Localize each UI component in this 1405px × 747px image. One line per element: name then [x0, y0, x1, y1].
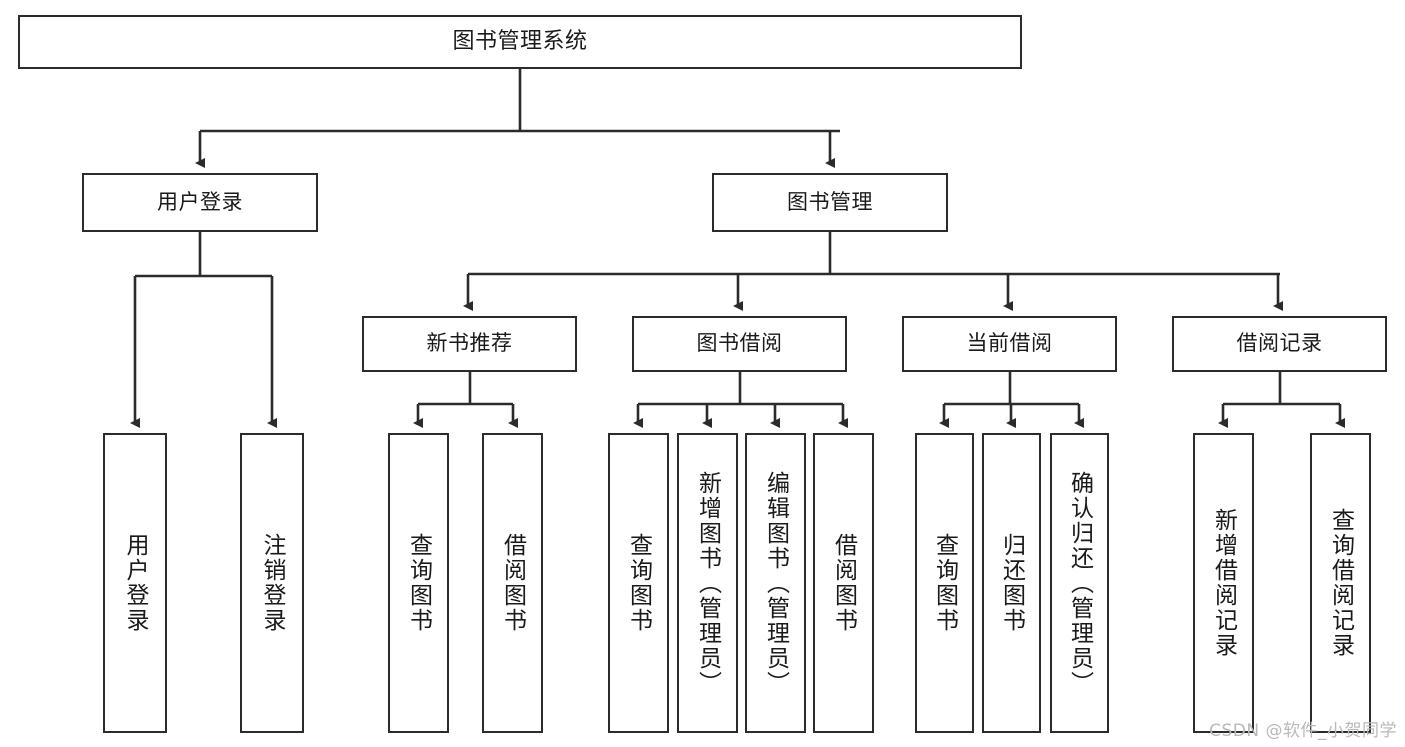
- node-leaf-edit-book-admin-label: 编辑图书（管理员）: [762, 470, 789, 696]
- node-new-book-recommend-label: 新书推荐: [426, 331, 513, 356]
- node-leaf-query-book-borrow[interactable]: 查询图书: [608, 433, 669, 733]
- node-book-borrow[interactable]: 图书借阅: [632, 316, 847, 372]
- node-leaf-user-logout[interactable]: 注销登录: [240, 433, 304, 733]
- node-leaf-confirm-return-admin[interactable]: 确认归还（管理员）: [1050, 433, 1109, 733]
- node-leaf-user-login-label: 用户登录: [122, 533, 149, 633]
- node-leaf-borrow-book-recommend[interactable]: 借阅图书: [482, 433, 543, 733]
- node-leaf-user-login[interactable]: 用户登录: [103, 433, 167, 733]
- node-leaf-query-book-current-label: 查询图书: [931, 533, 958, 633]
- node-book-borrow-label: 图书借阅: [696, 331, 783, 356]
- node-leaf-borrow-book-recommend-label: 借阅图书: [499, 533, 526, 633]
- node-user-login[interactable]: 用户登录: [82, 173, 318, 232]
- node-current-borrow[interactable]: 当前借阅: [902, 316, 1117, 372]
- node-book-manage-label: 图书管理: [787, 189, 873, 214]
- node-leaf-query-book-current[interactable]: 查询图书: [915, 433, 974, 733]
- node-leaf-add-borrow-record[interactable]: 新增借阅记录: [1193, 433, 1254, 733]
- node-leaf-user-logout-label: 注销登录: [259, 533, 286, 633]
- node-user-login-label: 用户登录: [157, 189, 243, 214]
- node-leaf-borrow-book[interactable]: 借阅图书: [813, 433, 874, 733]
- node-leaf-query-book-recommend-label: 查询图书: [405, 533, 432, 633]
- node-leaf-query-borrow-record[interactable]: 查询借阅记录: [1310, 433, 1371, 733]
- node-leaf-query-book-borrow-label: 查询图书: [625, 533, 652, 633]
- node-book-manage[interactable]: 图书管理: [712, 173, 948, 232]
- node-leaf-return-book-label: 归还图书: [998, 533, 1025, 633]
- node-root[interactable]: 图书管理系统: [18, 15, 1022, 69]
- node-new-book-recommend[interactable]: 新书推荐: [362, 316, 577, 372]
- node-leaf-borrow-book-label: 借阅图书: [830, 533, 857, 633]
- node-leaf-confirm-return-admin-label: 确认归还（管理员）: [1066, 470, 1093, 696]
- node-current-borrow-label: 当前借阅: [966, 331, 1053, 356]
- node-leaf-add-borrow-record-label: 新增借阅记录: [1210, 508, 1237, 658]
- node-borrow-record[interactable]: 借阅记录: [1172, 316, 1387, 372]
- node-leaf-query-borrow-record-label: 查询借阅记录: [1327, 508, 1354, 658]
- csdn-watermark: CSDN @软件_小贺同学: [1209, 721, 1397, 741]
- node-leaf-edit-book-admin[interactable]: 编辑图书（管理员）: [745, 433, 806, 733]
- node-leaf-add-book-admin-label: 新增图书（管理员）: [694, 470, 721, 696]
- node-borrow-record-label: 借阅记录: [1236, 331, 1323, 356]
- node-root-label: 图书管理系统: [452, 28, 588, 54]
- node-leaf-add-book-admin[interactable]: 新增图书（管理员）: [677, 433, 738, 733]
- node-leaf-return-book[interactable]: 归还图书: [982, 433, 1041, 733]
- node-leaf-query-book-recommend[interactable]: 查询图书: [388, 433, 449, 733]
